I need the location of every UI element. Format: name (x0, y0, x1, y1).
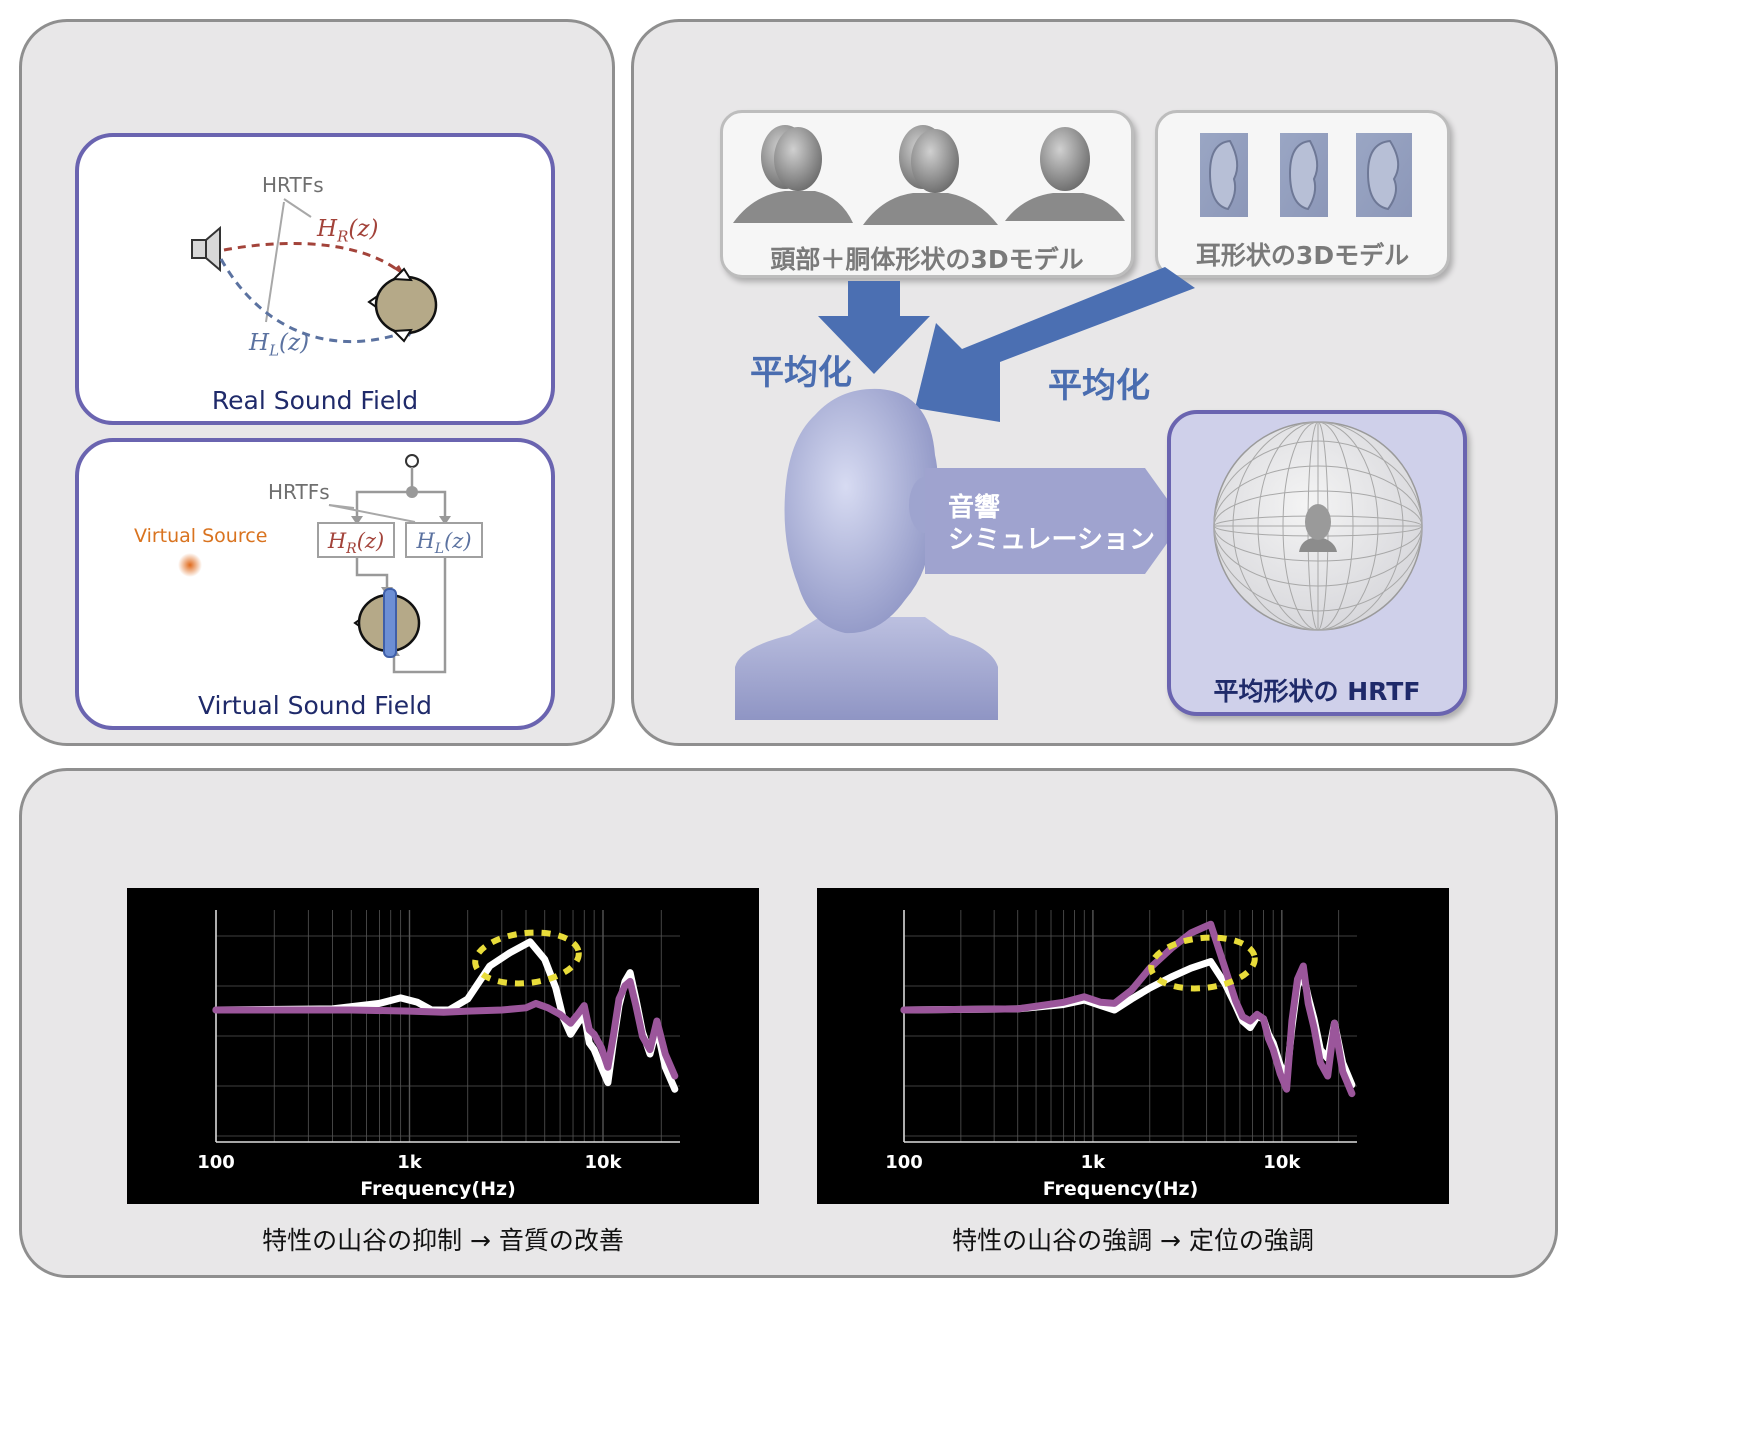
virtual-source-dot (178, 553, 202, 577)
hrtf-pointer-line (283, 198, 312, 218)
down-arrow (818, 281, 930, 374)
speaker-icon (191, 225, 221, 273)
head-torso-models-box: 頭部＋胴体形状の3Dモデル (720, 110, 1134, 278)
virtual-sound-field-diagram (178, 454, 451, 674)
hr-filter-box: HR(z) (317, 522, 395, 558)
x-tick-label: 1k (397, 1152, 423, 1173)
real-hrtfs-label: HRTFs (262, 173, 324, 197)
right-channel-line (355, 558, 389, 592)
sphere-head-icon (1299, 504, 1337, 552)
x-tick-label: 10k (1263, 1152, 1301, 1173)
real-hr-label: HR(z) (317, 216, 379, 246)
result-hrtf-box: 平均形状の HRTF (1167, 410, 1467, 716)
x-tick-label: 100 (885, 1152, 923, 1173)
ear-scan-3 (1356, 133, 1412, 217)
virtual-sound-field-title: Virtual Sound Field (197, 691, 432, 720)
right-ear-path (223, 241, 408, 279)
diagonal-arrow (915, 267, 1195, 422)
hl-filter-box: HL(z) (405, 522, 483, 558)
ear-caption: 耳形状の3Dモデル (1195, 241, 1410, 270)
simulation-arrow (925, 468, 1183, 574)
hrtf-divider-line (265, 201, 285, 323)
x-tick-label: 10k (584, 1152, 622, 1173)
virtual-source-label: Virtual Source (134, 525, 268, 547)
head-scan-1 (733, 125, 853, 223)
average-head-model (735, 388, 998, 720)
virtual-hrtfs-label: HRTFs (268, 480, 330, 504)
ear-scan-1 (1200, 133, 1248, 217)
real-sound-field-diagram (191, 198, 438, 344)
headphone-listener-icon (353, 588, 421, 658)
simulation-label-line1: 音響 (948, 493, 1001, 523)
left-ear-path (219, 258, 415, 344)
head-torso-caption: 頭部＋胴体形状の3Dモデル (770, 245, 1084, 274)
series-purple-line (212, 977, 679, 1080)
x-tick-label: 1k (1081, 1152, 1107, 1173)
x-axis-label: Frequency(Hz) (1043, 1178, 1199, 1200)
measurement-sphere (1213, 421, 1423, 631)
x-tick-label: 100 (197, 1152, 235, 1173)
caption-left: 特性の山谷の抑制 → 音質の改善 (262, 1226, 624, 1255)
split-lines (355, 490, 447, 521)
ear-scan-2 (1280, 133, 1328, 217)
series-white-line (900, 958, 1356, 1089)
real-hl-label: HL(z) (249, 330, 310, 360)
caption-right: 特性の山谷の強調 → 定位の強調 (952, 1226, 1314, 1255)
ear-scans (1200, 133, 1412, 217)
head-scan-2 (863, 125, 998, 225)
listener-head-icon (367, 267, 438, 343)
avg-label-right: 平均化 (1048, 366, 1150, 406)
simulation-label: 音響 シミュレーション (948, 492, 1155, 556)
real-sound-field-card: HRTFs HR(z) HL(z) Real Sound Field (75, 133, 555, 425)
left-channel-line (392, 558, 447, 674)
avg-label-left: 平均化 (750, 353, 852, 393)
result-caption: 平均形状の HRTF (1213, 677, 1421, 706)
series-purple-line (900, 920, 1356, 1098)
head-scan-3 (1005, 127, 1125, 221)
virtual-sound-field-card: HRTFs Virtual Source HR(z) HL(z) Virtual… (75, 438, 555, 730)
x-axis-label: Frequency(Hz) (360, 1178, 516, 1200)
head-torso-scans (733, 125, 1125, 225)
peak-highlight-ellipse (472, 929, 582, 987)
ear-models-box: 耳形状の3Dモデル (1155, 110, 1450, 278)
real-sound-field-title: Real Sound Field (211, 386, 419, 415)
simulation-label-line2: シミュレーション (948, 525, 1155, 555)
